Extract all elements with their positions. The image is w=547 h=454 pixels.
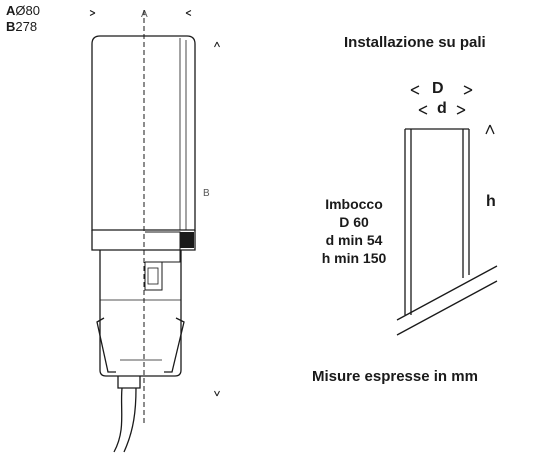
dimension-b-key: B (6, 19, 16, 34)
arrow-down-icon (214, 390, 220, 397)
clamp-left (96, 317, 116, 373)
pole-tube (404, 128, 470, 315)
cable (113, 387, 123, 453)
inner-diameter-arrow-left-icon (418, 105, 428, 115)
socket-spec-line: h min 150 (321, 250, 387, 266)
dimension-a-value: Ø80 (15, 3, 40, 18)
socket-spec-line: d min 54 (325, 232, 383, 248)
dimension-b: B278 (6, 19, 37, 35)
dimension-a: AØ80 (6, 3, 40, 19)
outer-diameter-label: D (432, 80, 444, 97)
pole-installation-title: Installazione su pali (344, 34, 486, 51)
axis-label-b: B (203, 188, 210, 199)
inner-diameter-arrow-right-icon (456, 105, 466, 115)
ground-line (396, 265, 498, 336)
height-arrow-up-icon (485, 124, 495, 135)
dimension-a-key: A (6, 3, 16, 18)
arrow-right-icon (185, 10, 192, 16)
inner-diameter-label: d (437, 100, 447, 117)
arrow-up-icon (214, 41, 220, 48)
outer-diameter-arrow-right-icon (463, 85, 473, 95)
outer-diameter-arrow-left-icon (410, 85, 420, 95)
height-label: h (486, 193, 496, 210)
socket-spec-line: D 60 (339, 214, 369, 230)
housing-body (91, 35, 196, 231)
clamp-right (164, 317, 185, 373)
arrow-left-icon (89, 10, 96, 16)
dimension-b-value: 278 (15, 19, 38, 34)
socket-spec-line: Imbocco (325, 196, 383, 212)
cable-gland (117, 376, 141, 389)
footer-note: Misure espresse in mm (312, 368, 478, 385)
socket-specs: Imbocco D 60 d min 54 h min 150 (309, 195, 399, 267)
